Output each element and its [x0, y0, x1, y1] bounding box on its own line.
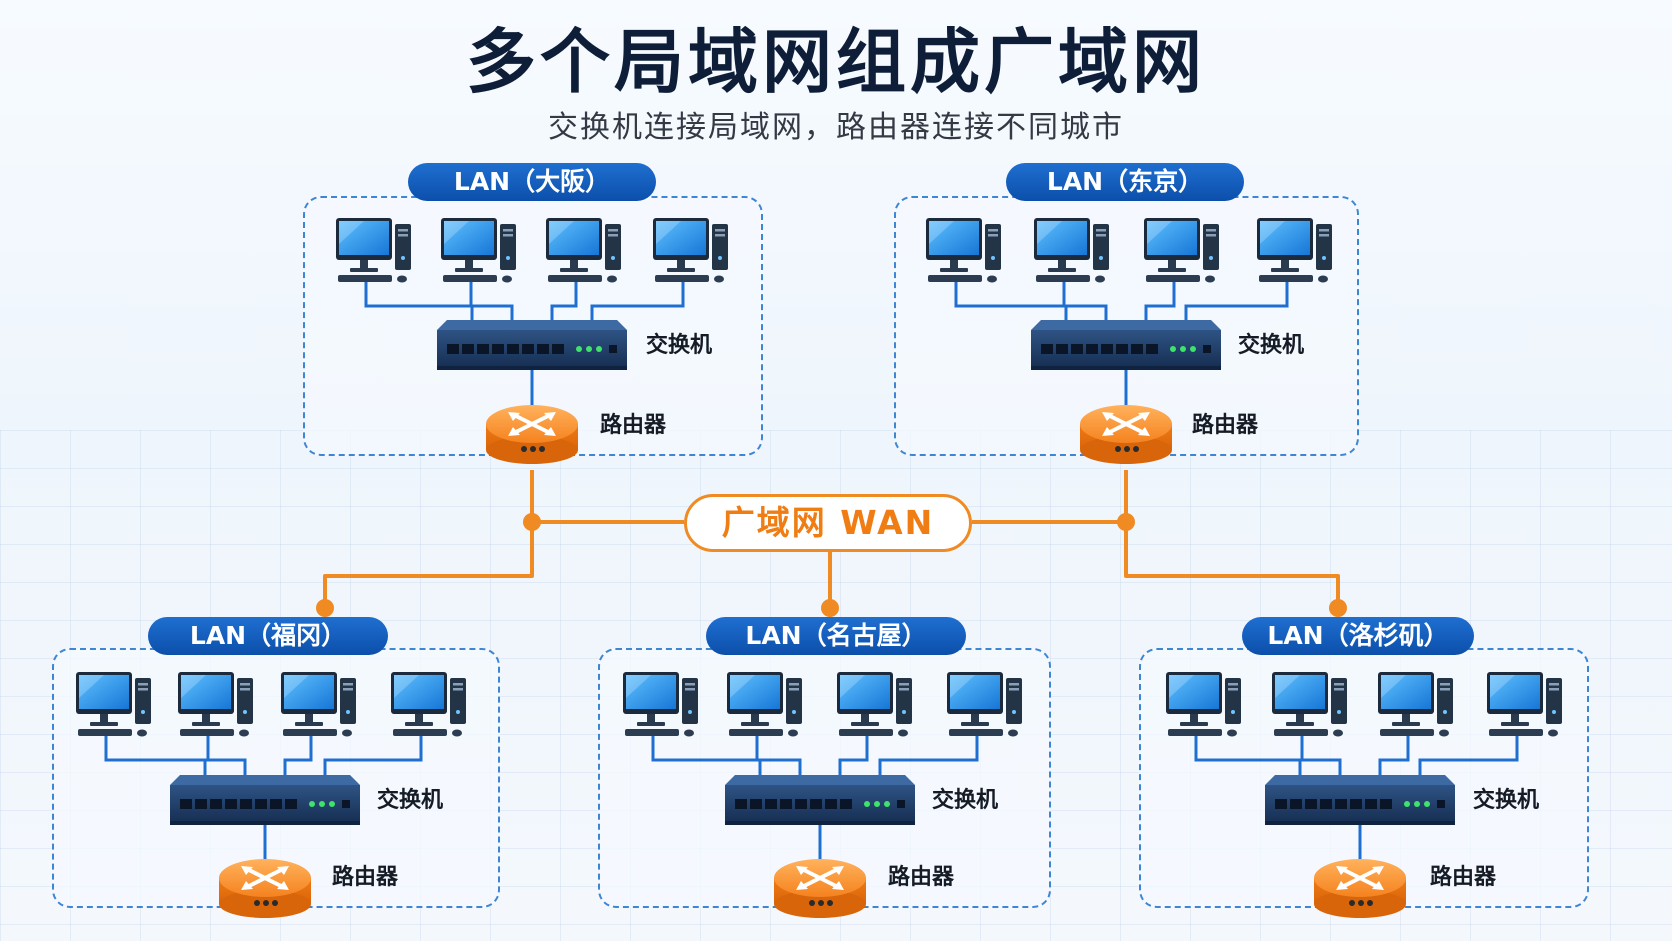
computer-icon — [281, 672, 356, 737]
lan-cable-fukuoka-4 — [323, 734, 423, 775]
computer-icon — [1378, 672, 1453, 737]
computer-icon — [837, 672, 912, 737]
page-title: 多个局域网组成广域网 — [466, 21, 1206, 103]
lan-group-tokyo — [926, 218, 1332, 466]
router-icon — [1312, 857, 1408, 920]
lan-cable-losangeles-1 — [1194, 734, 1302, 775]
computer-icon — [336, 218, 411, 283]
wan-link-tokyo — [1124, 470, 1340, 608]
wan-nodes — [316, 513, 1347, 617]
switch-icon — [437, 320, 627, 370]
lan-label-losangeles: LAN（洛杉矶） — [1242, 617, 1474, 655]
lan-group-osaka — [336, 218, 728, 466]
lan-cable-osaka-3 — [550, 280, 578, 320]
computer-icon — [1257, 218, 1332, 283]
lan-label-fukuoka: LAN（福冈） — [148, 617, 388, 655]
switch-label-losangeles: 交换机 — [1473, 788, 1540, 813]
router-label-osaka: 路由器 — [600, 413, 667, 438]
lan-label-nagoya: LAN（名古屋） — [706, 617, 966, 655]
lan-cable-losangeles-3 — [1378, 734, 1410, 775]
lan-cable-nagoya-4 — [878, 734, 979, 775]
router-label-losangeles: 路由器 — [1430, 865, 1497, 890]
computer-icon — [1272, 672, 1347, 737]
computer-icon — [391, 672, 466, 737]
switch-label-tokyo: 交换机 — [1238, 333, 1305, 358]
wan-node-tokyo — [1117, 513, 1135, 531]
router-label-nagoya: 路由器 — [888, 865, 955, 890]
lan-cable-osaka-4 — [590, 280, 685, 320]
computer-icon — [1487, 672, 1562, 737]
lan-group-losangeles — [1166, 672, 1562, 920]
wan-node-osaka — [523, 513, 541, 531]
lan-cable-tokyo-3 — [1144, 280, 1176, 320]
lan-cable-tokyo-4 — [1184, 280, 1289, 320]
router-icon — [217, 857, 313, 920]
router-icon — [484, 403, 580, 466]
wan-node-losangeles — [1329, 599, 1347, 617]
switch-icon — [170, 775, 360, 825]
wan-link-osaka — [323, 470, 534, 608]
switch-label-fukuoka: 交换机 — [377, 788, 444, 813]
computer-icon — [1034, 218, 1109, 283]
lan-group-nagoya — [623, 672, 1022, 920]
router-label-fukuoka: 路由器 — [332, 865, 399, 890]
computer-icon — [546, 218, 621, 283]
wan-label: 广域网 WAN — [684, 494, 972, 552]
lan-label-tokyo: LAN（东京） — [1006, 163, 1244, 201]
lan-cable-nagoya-1 — [651, 734, 762, 775]
switch-label-osaka: 交换机 — [646, 333, 713, 358]
computer-icon — [727, 672, 802, 737]
switch-icon — [1265, 775, 1455, 825]
page-subtitle: 交换机连接局域网，路由器连接不同城市 — [548, 110, 1124, 145]
lan-cable-nagoya-3 — [838, 734, 869, 775]
lan-label-osaka: LAN（大阪） — [408, 163, 656, 201]
lan-cable-osaka-1 — [364, 280, 474, 320]
lan-cable-osaka-2 — [469, 280, 514, 320]
computer-icon — [623, 672, 698, 737]
switch-icon — [1031, 320, 1221, 370]
computer-icon — [926, 218, 1001, 283]
router-icon — [772, 857, 868, 920]
wan-node-nagoya — [821, 599, 839, 617]
lan-cable-fukuoka-1 — [104, 734, 207, 775]
computer-icon — [947, 672, 1022, 737]
computer-icon — [178, 672, 253, 737]
router-label-tokyo: 路由器 — [1192, 413, 1259, 438]
lan-cable-fukuoka-2 — [206, 734, 247, 775]
computer-icon — [653, 218, 728, 283]
computer-icon — [76, 672, 151, 737]
lan-cable-losangeles-2 — [1300, 734, 1342, 775]
computer-icon — [441, 218, 516, 283]
lan-group-fukuoka — [76, 672, 466, 920]
lan-cable-tokyo-2 — [1062, 280, 1108, 320]
switch-icon — [725, 775, 915, 825]
lan-cable-tokyo-1 — [954, 280, 1068, 320]
wan-node-fukuoka — [316, 599, 334, 617]
lan-cable-losangeles-4 — [1418, 734, 1519, 775]
computer-icon — [1166, 672, 1241, 737]
router-icon — [1078, 403, 1174, 466]
lan-cable-fukuoka-3 — [283, 734, 313, 775]
computer-icon — [1144, 218, 1219, 283]
switch-label-nagoya: 交换机 — [932, 788, 999, 813]
lan-cable-nagoya-2 — [755, 734, 802, 775]
